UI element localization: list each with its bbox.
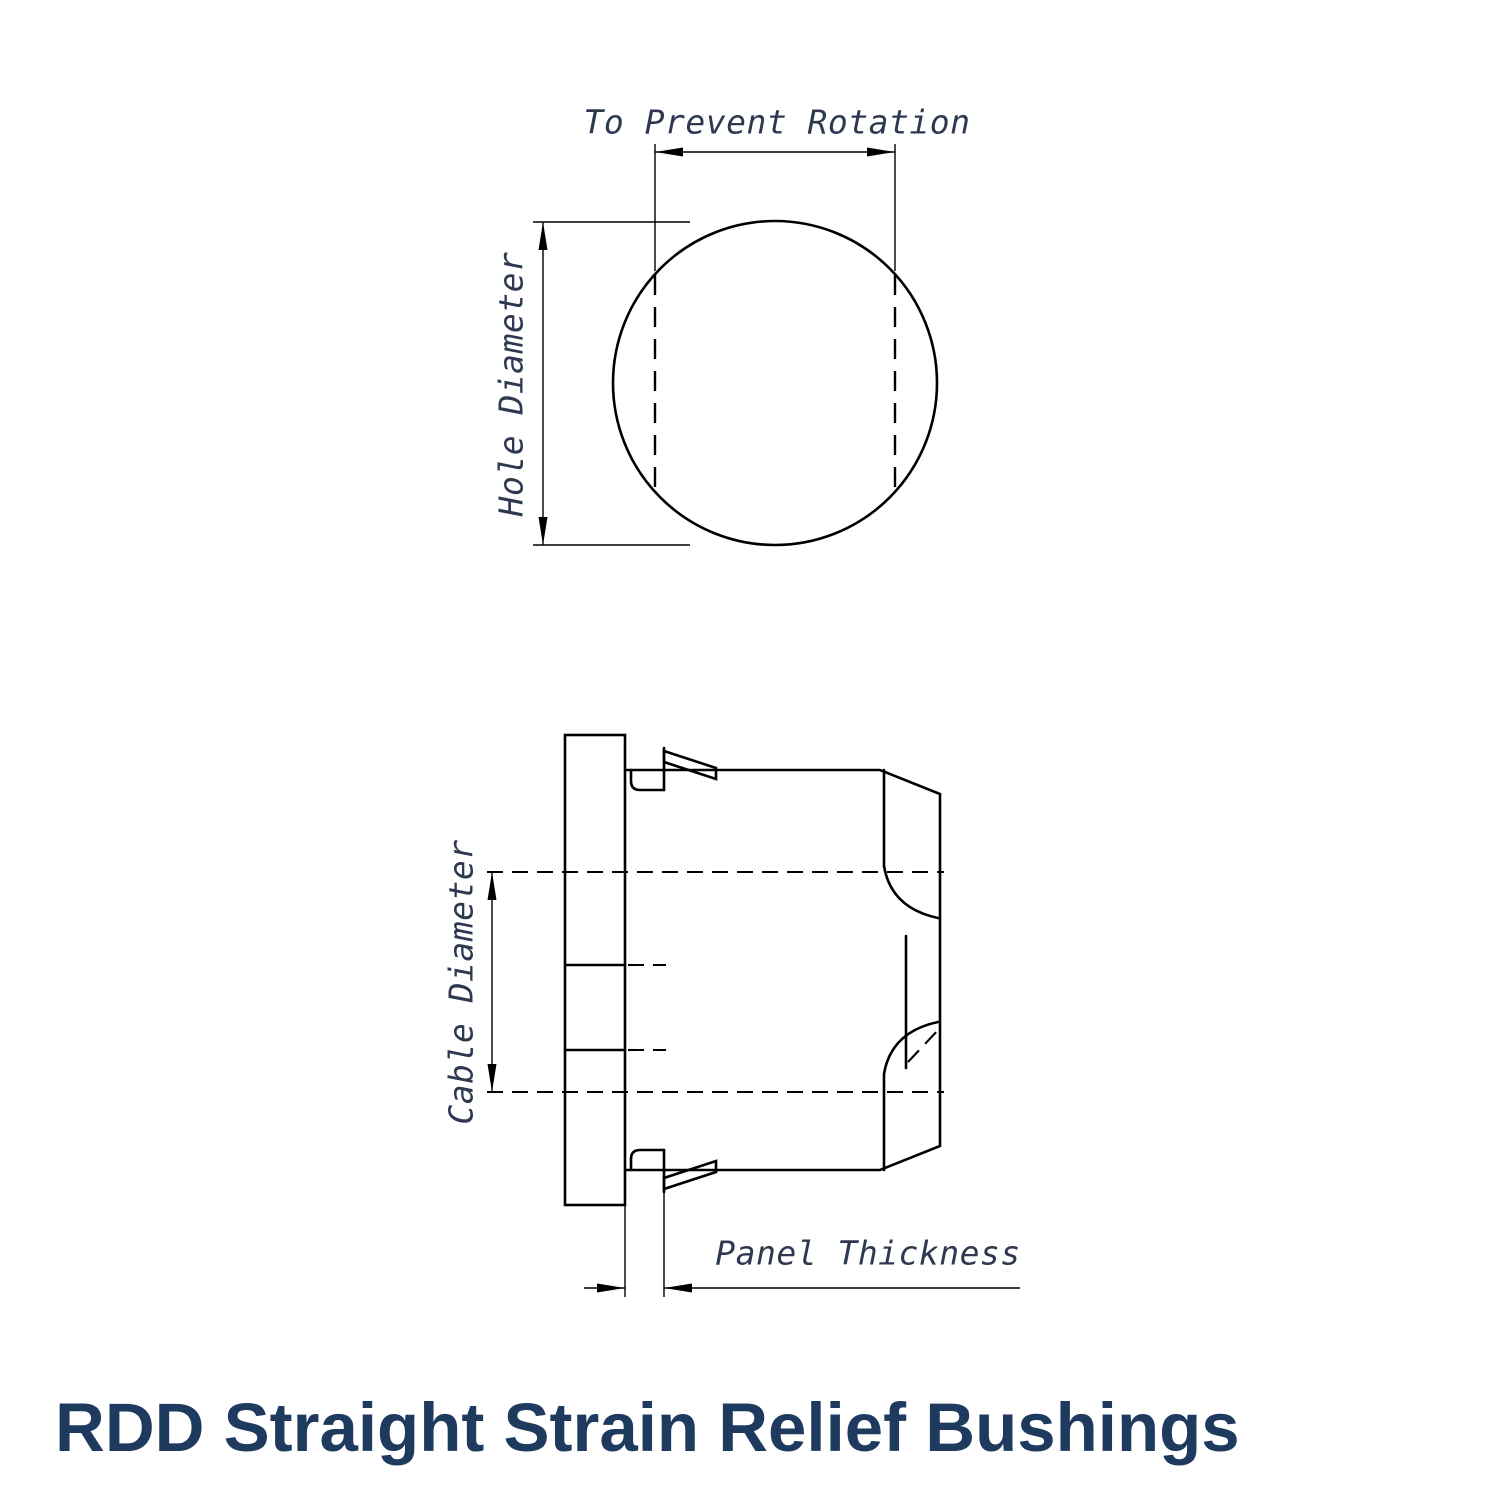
body-outline: [623, 768, 942, 1172]
bottom-step: [629, 1148, 666, 1172]
arrowhead-left-pointing: [664, 1283, 692, 1293]
arrowhead-right-pointing: [597, 1283, 625, 1293]
label-panel-thickness: Panel Thickness: [715, 1233, 1021, 1273]
flange-outline: [563, 733, 627, 1207]
top-view: [611, 219, 939, 547]
dimension-hole-diameter: [533, 221, 690, 546]
arrowhead-bottom: [538, 517, 548, 545]
dimension-rotation-flats: [654, 144, 896, 271]
taper-curve-top: [882, 864, 940, 920]
side-view: [487, 733, 944, 1207]
page-title: RDD Straight Strain Relief Bushings: [55, 1389, 1240, 1466]
dimension-panel-thickness: [584, 1192, 1020, 1297]
taper-curve-bottom: [882, 1020, 940, 1076]
label-cable-diameter: Cable Diameter: [441, 839, 481, 1125]
arrowhead-left: [655, 147, 683, 157]
bottom-barb: [662, 1159, 718, 1191]
arrowhead-right: [867, 147, 895, 157]
top-step: [629, 768, 666, 792]
label-hole-diameter: Hole Diameter: [491, 251, 531, 517]
arrowhead-top: [487, 872, 497, 900]
bushing-face-circle: [611, 219, 939, 547]
arrowhead-bottom: [487, 1064, 497, 1092]
arrowhead-top: [538, 222, 548, 250]
label-to-prevent-rotation: To Prevent Rotation: [583, 102, 971, 142]
hidden-chamfer-line: [907, 1027, 941, 1063]
top-barb: [662, 749, 718, 781]
dimension-cable-diameter: [487, 872, 497, 1092]
